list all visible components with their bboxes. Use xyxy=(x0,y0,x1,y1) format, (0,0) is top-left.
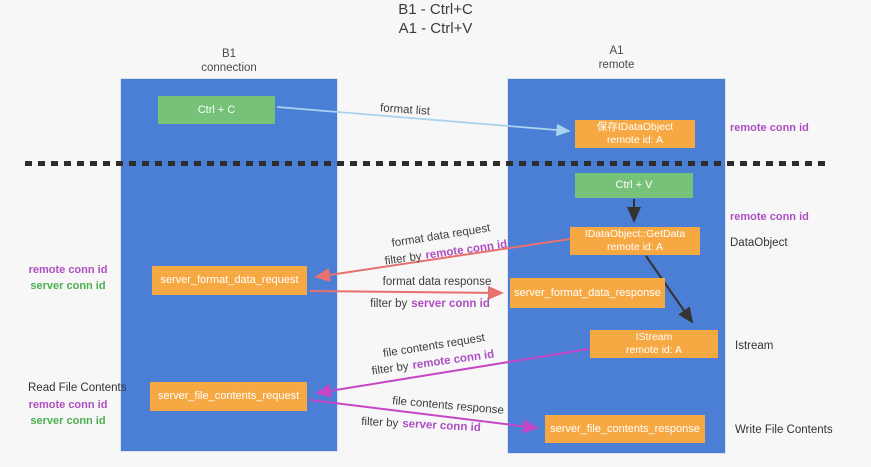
node-server-format-data-request: server_format_data_request xyxy=(152,266,307,295)
diagram-title: B1 - Ctrl+C A1 - Ctrl+V xyxy=(0,0,871,38)
lane-b1-subtitle: connection xyxy=(201,62,257,74)
label-file-contents-response: file contents response xyxy=(391,395,505,417)
filter-by-text: filter by xyxy=(371,360,410,378)
node-server-format-data-request-label: server_format_data_request xyxy=(160,274,299,286)
left-label-read-file-contents: Read File Contents xyxy=(28,382,127,394)
node-istream-line1: IStream xyxy=(635,331,673,343)
right-label-dataobject: DataObject xyxy=(730,237,788,249)
node-istream-line2: remote id: A xyxy=(625,344,683,356)
node-save-idataobject-line1: 保存IDataObject xyxy=(596,121,674,133)
diagram-title-line1: B1 - Ctrl+C xyxy=(398,1,473,18)
node-save-idataobject: 保存IDataObject remote id: A xyxy=(575,120,695,148)
format-data-response-arrow xyxy=(309,285,504,300)
filter-by-text: filter by xyxy=(370,298,408,310)
lane-a1-subtitle: remote xyxy=(598,59,635,71)
node-server-file-contents-response-label: server_file_contents_response xyxy=(550,422,700,435)
diagram-title-line2: A1 - Ctrl+V xyxy=(398,20,473,37)
server-conn-id-text: server conn id xyxy=(411,298,490,310)
node-ctrl-v-label: Ctrl + V xyxy=(615,179,653,191)
left-label-server-conn-id: server conn id xyxy=(30,280,106,292)
label-format-list: format list xyxy=(379,102,431,118)
server-conn-id-text: server conn id xyxy=(401,418,482,435)
node-server-file-contents-request: server_file_contents_request xyxy=(150,382,307,411)
node-idataobject-getdata: IDataObject::GetData remote id: A xyxy=(570,227,700,255)
node-save-idataobject-line2: remote id: A xyxy=(606,134,664,146)
filter-by-text: filter by xyxy=(384,250,423,268)
right-label-write-file-contents: Write File Contents xyxy=(735,424,833,436)
lane-a1-title: A1 xyxy=(609,45,624,57)
right-label-remote-conn-id-mid: remote conn id xyxy=(730,211,809,223)
lane-header-b1: B1 connection xyxy=(120,47,338,75)
filter-by-text: filter by xyxy=(360,415,399,430)
node-ctrl-c-label: Ctrl + C xyxy=(197,103,236,116)
lane-header-a1: A1 remote xyxy=(507,44,726,72)
label-format-data-response: format data response xyxy=(382,276,492,288)
left-label-remote-conn-id-bottom: remote conn id xyxy=(28,399,108,411)
node-ctrl-v: Ctrl + V xyxy=(575,173,693,198)
node-server-format-data-response-label: server_format_data_response xyxy=(514,286,661,299)
node-server-format-data-response: server_format_data_response xyxy=(510,278,665,308)
node-idataobject-getdata-line2: remote id: A xyxy=(606,241,664,253)
node-ctrl-c: Ctrl + C xyxy=(158,96,275,124)
left-label-server-conn-id-bottom: server conn id xyxy=(30,415,106,427)
session-separator-dashed-line xyxy=(25,161,831,166)
lane-b1-title: B1 xyxy=(221,48,237,60)
right-label-remote-conn-id-top: remote conn id xyxy=(730,122,809,134)
node-istream: IStream remote id: A xyxy=(590,330,718,358)
node-idataobject-getdata-line1: IDataObject::GetData xyxy=(584,228,686,240)
node-server-file-contents-request-label: server_file_contents_request xyxy=(157,390,300,402)
left-label-remote-conn-id: remote conn id xyxy=(28,264,108,276)
node-server-file-contents-response: server_file_contents_response xyxy=(545,415,705,443)
right-label-istream: Istream xyxy=(735,340,774,352)
